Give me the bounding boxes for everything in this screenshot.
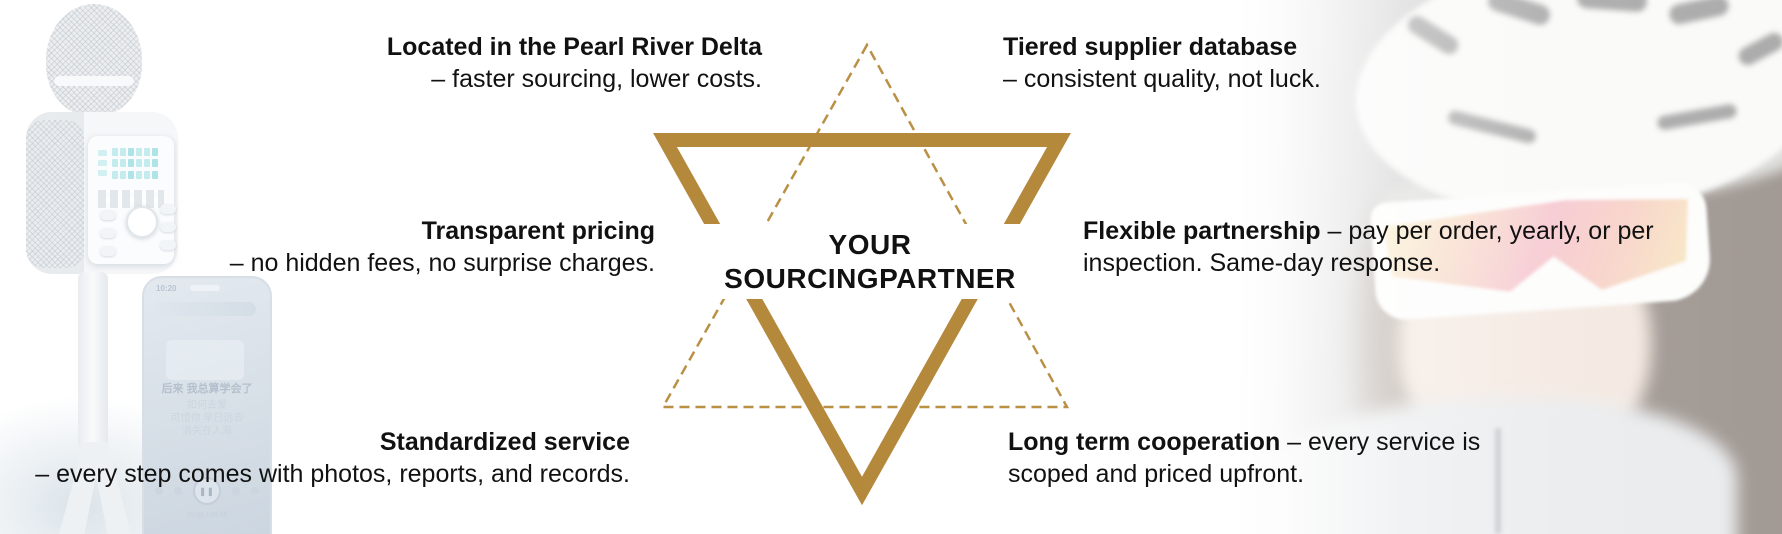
led-display [112, 148, 164, 180]
phone-mockup: 10:20 后来 我总算学会了 如何去爱 可惜你 早已远去 消失在人海 后来终于… [142, 276, 272, 534]
benefit-top-right: Tiered supplier database – consistent qu… [1003, 31, 1321, 95]
benefit-middle-right: Flexible partnership – pay per order, ye… [1083, 215, 1733, 279]
song-title-bar [154, 302, 256, 316]
power-button-icon [126, 206, 158, 238]
benefit-desc: – faster sourcing, lower costs. [431, 65, 762, 93]
led-labels [98, 150, 108, 180]
lyrics-video-card [166, 340, 244, 380]
progress-time: 00:06 / 00:36 [186, 512, 228, 519]
player-controls: ❚❚ [144, 477, 270, 505]
benefit-desc: – pay per order, yearly, or per inspecti… [1083, 217, 1654, 277]
benefit-top-left: Located in the Pearl River Delta – faste… [387, 31, 762, 95]
benefit-bottom-right: Long term cooperation – every service is… [1008, 426, 1528, 490]
microphone-handle [78, 272, 108, 450]
background-cyclist-photo [1237, 0, 1782, 534]
benefit-desc: – consistent quality, not luck. [1003, 65, 1321, 93]
replay-icon [232, 487, 240, 495]
phone-notch [190, 285, 220, 291]
lyric-line: 后来 我总算学会了 [161, 383, 253, 395]
download-icon [155, 487, 163, 495]
white-fade-overlay [1237, 0, 1782, 534]
benefit-desc: – every step comes with photos, reports,… [35, 460, 630, 488]
phone-status-time: 10:20 [156, 284, 177, 293]
center-title-line1: YOUR [828, 228, 912, 260]
center-label-box: YOUR SOURCINGPARTNER [690, 224, 1050, 299]
mic-button [160, 204, 176, 214]
benefit-title: Flexible partnership [1083, 217, 1321, 245]
benefit-bottom-left: Standardized service – every step comes … [35, 426, 630, 490]
benefit-title: Transparent pricing [421, 217, 655, 245]
lyric-line: 消失在人海 [182, 426, 232, 437]
solid-down-triangle [653, 133, 1071, 506]
microphone-ring [54, 76, 134, 86]
microphone-speaker-grill [26, 120, 84, 268]
benefit-desc: – every service is scoped and priced upf… [1008, 428, 1481, 488]
lyric-line: 可惜你 早已远去 [170, 413, 244, 424]
pause-icon: ❚❚ [193, 477, 221, 505]
panel-labels [98, 190, 164, 208]
mic-button [160, 240, 176, 250]
benefit-title: Standardized service [379, 428, 630, 456]
mic-button [100, 246, 116, 256]
benefit-desc: – no hidden fees, no surprise charges. [229, 249, 655, 277]
mic-button [100, 228, 116, 238]
background-karaoke-mic-photo: 10:20 后来 我总算学会了 如何去爱 可惜你 早已远去 消失在人海 后来终于… [0, 0, 340, 534]
benefit-middle-left: Transparent pricing – no hidden fees, no… [230, 215, 655, 279]
center-title-line2: SOURCINGPARTNER [724, 262, 1016, 294]
lyric-line: 后来终于在眼泪中明白 [157, 439, 257, 450]
benefit-title: Long term cooperation [1008, 428, 1281, 456]
lyric-line: 如何去爱 [187, 400, 227, 411]
shuffle-icon [174, 487, 182, 495]
benefit-title: Located in the Pearl River Delta [386, 33, 762, 61]
microphone-head [46, 4, 142, 116]
benefit-title: Tiered supplier database [1003, 33, 1298, 61]
mic-button [160, 222, 176, 232]
done-icon [251, 487, 259, 495]
mic-button [100, 210, 116, 220]
